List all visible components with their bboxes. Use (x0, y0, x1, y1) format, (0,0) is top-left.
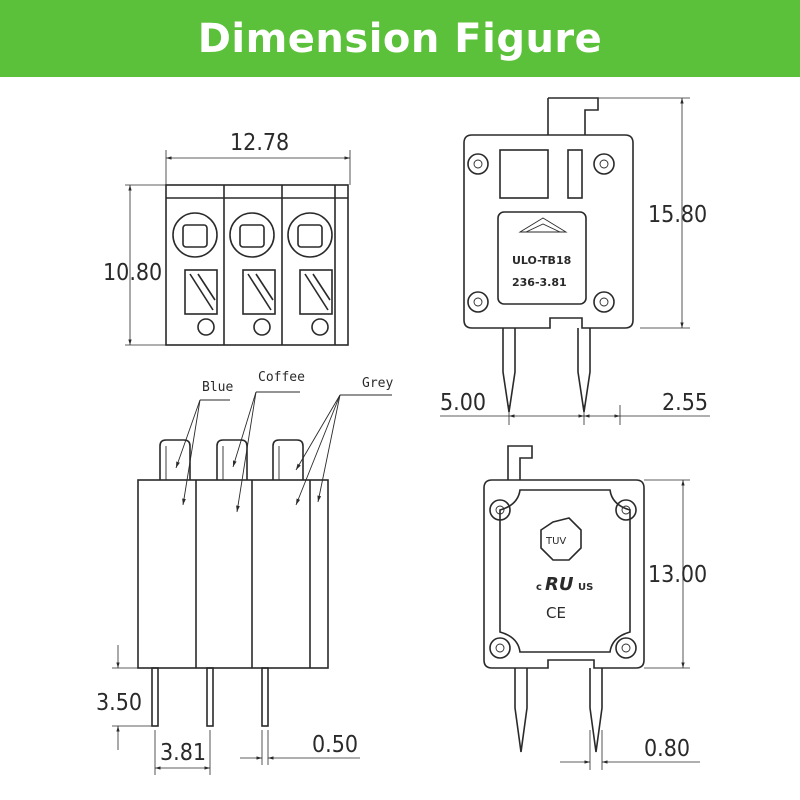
leader-arrow (317, 394, 341, 503)
latch-outline (507, 445, 533, 480)
mounting-hole (489, 637, 511, 659)
pole-2 (229, 212, 276, 336)
tuv-mark-text: TUV (545, 536, 566, 547)
mounting-hole (489, 499, 511, 521)
front-body-outline (137, 479, 329, 669)
window-square (499, 149, 549, 199)
nameplate-line2: 236-3.81 (512, 276, 567, 289)
pole-3 (287, 212, 333, 336)
bottom-right-view: TUV c RU US CE 13.00 0.80 (483, 445, 707, 770)
nameplate (497, 211, 587, 305)
bottom-left-view: Blue Coffee Grey 3.50 (96, 370, 393, 775)
leader-arrow (295, 394, 341, 506)
height-dimension-text: 10.80 (103, 260, 162, 286)
edge-dimension-text: 2.55 (662, 390, 708, 416)
side-body-outline (463, 134, 634, 329)
mounting-hole (593, 291, 615, 313)
leader-arrow (232, 391, 257, 468)
pin-width-dimension-text: 0.50 (312, 732, 358, 758)
push-button (159, 439, 191, 480)
ul-us-text: US (578, 582, 593, 593)
push-button (272, 439, 304, 480)
pin (577, 328, 591, 413)
top-left-view: 12.78 10.80 (103, 130, 351, 346)
height-dimension-text: 15.80 (648, 202, 707, 228)
pin-length-dimension-text: 3.50 (96, 690, 142, 716)
header-banner: Dimension Figure (0, 0, 800, 77)
terminal-block-outline (165, 184, 349, 346)
push-button (216, 439, 248, 480)
color-label-grey: Grey (362, 376, 393, 391)
ce-mark-text: CE (546, 604, 566, 622)
leader-arrow (175, 399, 201, 469)
pin-dimension-text: 0.80 (644, 736, 690, 762)
recessed-panel (499, 489, 631, 653)
page-title: Dimension Figure (197, 15, 603, 62)
pin (502, 328, 516, 413)
pin (514, 668, 528, 753)
nameplate-line1: ULO-TB18 (512, 254, 571, 267)
back-body-outline (483, 479, 645, 669)
pin (206, 667, 214, 727)
mounting-hole (593, 153, 615, 175)
ul-mark-text: RU (545, 574, 574, 595)
leader-arrow (182, 399, 201, 506)
color-label-coffee: Coffee (258, 370, 305, 385)
latch-outline (547, 97, 599, 135)
mounting-hole (615, 499, 637, 521)
pin (589, 668, 603, 753)
mounting-hole (615, 637, 637, 659)
top-right-view: ULO-TB18 236-3.81 15.80 5.00 2.55 (440, 97, 710, 425)
pin (261, 667, 269, 727)
mounting-hole (467, 291, 489, 313)
pitch-dimension-text: 3.81 (160, 740, 206, 766)
pin (151, 667, 159, 727)
tuv-mark-icon (540, 517, 582, 561)
logo-icon (518, 217, 568, 233)
window-slot (567, 149, 583, 199)
ul-c-text: c (536, 582, 542, 593)
pin-pitch-dimension-text: 5.00 (440, 390, 486, 416)
mounting-hole (467, 153, 489, 175)
pole-1 (172, 212, 218, 336)
width-dimension-text: 12.78 (230, 130, 289, 156)
color-label-blue: Blue (202, 380, 233, 395)
height-dimension-text: 13.00 (648, 562, 707, 588)
